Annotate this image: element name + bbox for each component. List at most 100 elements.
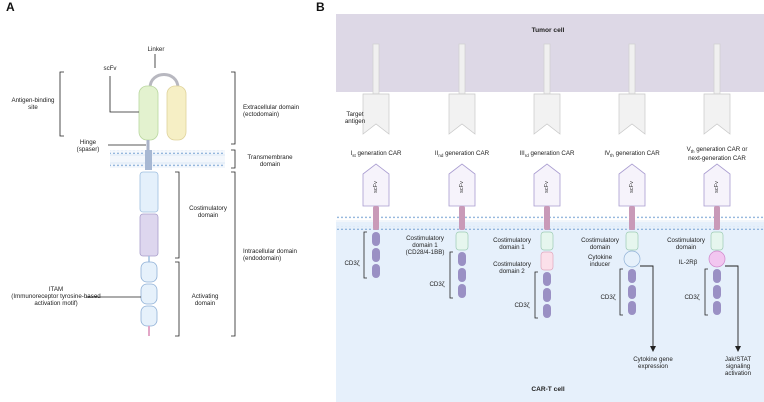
gen2-scfv-icon: [448, 163, 476, 207]
gen5-output-label-line3: activation: [724, 370, 752, 377]
antigen-binding-label-line1: Antigen-binding: [11, 97, 55, 104]
gen1-cd3z-label: CD3ζ: [344, 260, 360, 267]
gen3-costim1-label-line2: domain 1: [499, 244, 525, 251]
scfv-vl-icon: [166, 85, 187, 141]
gen2-costim-label-line2: domain 1: [412, 242, 438, 249]
generation-3-label: IIIrd generation CAR: [519, 150, 575, 159]
hinge-label-line2: (spaser): [76, 146, 100, 153]
costim-domain-lower-icon: [139, 213, 159, 257]
gen5-cd3z-label: CD3ζ: [684, 294, 700, 301]
gen5-arrow-head-icon: [735, 346, 741, 352]
gen1-antigen-stalk-icon: [372, 43, 380, 95]
activating-label-line2: domain: [194, 300, 216, 307]
gen5-output-label-line2: signaling: [725, 363, 751, 370]
target-antigen-label-line2: antigen: [344, 118, 366, 125]
gen5-cd3z-bracket-icon: [704, 268, 708, 316]
gen4-output-label-line2: expression: [638, 363, 668, 370]
gen3-costim2-label-line1: Costimulatory: [493, 261, 531, 268]
gen3-scfv-label: scFv: [544, 181, 550, 193]
gen5-output-label-line1: Jak/STAT: [724, 356, 752, 363]
transmembrane-icon: [145, 150, 152, 170]
cart-cell-label: CAR-T cell: [531, 386, 565, 393]
itam-label-line3: activation motif): [34, 300, 78, 307]
target-antigen-label-line1: Target: [346, 111, 364, 118]
gen4-cd3z-bracket-icon: [619, 268, 623, 316]
gen3-cd3z-itam-2-icon: [543, 288, 551, 302]
costim-domain-upper-icon: [139, 171, 159, 213]
generation-4-label: IVth generation CAR: [604, 150, 660, 159]
gen5-costim-label-line2: domain: [675, 244, 697, 251]
antigen-binding-label-line2: site: [28, 104, 38, 111]
itam-1-icon: [140, 261, 158, 283]
tumor-cell-label: Tumor cell: [531, 27, 565, 34]
gen3-costim1-label-line1: Costimulatory: [493, 237, 531, 244]
transmembrane-label-line2: domain: [259, 161, 281, 168]
gen2-costim1-icon: [455, 231, 469, 251]
gen3-hinge-icon: [544, 206, 550, 230]
gen4-hinge-icon: [629, 206, 635, 230]
gen3-scfv-icon: [533, 163, 561, 207]
generation-2-label: IInd generation CAR: [434, 150, 490, 159]
gen4-cd3z-itam-1-icon: [628, 269, 636, 283]
gen1-scfv-icon: [362, 163, 390, 207]
panel-a-diagram: [59, 54, 236, 337]
gen1-scfv-label: scFv: [373, 181, 379, 193]
car-constructs: [362, 43, 741, 352]
gen3-target-antigen-icon: [533, 93, 561, 135]
linker-label: Linker: [147, 46, 165, 53]
generation-1-label: Ist generation CAR: [350, 150, 402, 159]
hinge-label-line1: Hinge: [79, 139, 97, 146]
gen4-inducer-label-line1: Cytokine: [587, 254, 613, 261]
gen2-cd3z-itam-3-icon: [458, 284, 466, 298]
callout-lines: [59, 54, 236, 337]
gen2-antigen-stalk-icon: [458, 43, 466, 95]
gen4-cd3z-itam-2-icon: [628, 285, 636, 299]
extracellular-label-line2: (ectodomain): [243, 111, 280, 118]
gen5-cd3z-itam-2-icon: [713, 285, 721, 299]
gen2-scfv-label: scFv: [459, 181, 465, 193]
panel-b-letter: B: [316, 0, 325, 14]
gen3-cd3z-bracket-icon: [534, 271, 538, 319]
gen1-target-antigen-icon: [362, 93, 390, 135]
costim-label-line2: domain: [197, 212, 219, 219]
gen4-cytokine-inducer-icon: [623, 250, 641, 268]
gen4-cd3z-label: CD3ζ: [600, 294, 616, 301]
itam-label-line1: ITAM: [48, 286, 64, 293]
gen5-scfv-label: scFv: [714, 181, 720, 193]
gen3-costim1-icon: [540, 231, 554, 251]
gen4-costim-label-line1: Costimulatory: [581, 237, 619, 244]
gen4-arrow-head-icon: [650, 346, 656, 352]
gen3-cd3z-label: CD3ζ: [514, 302, 530, 309]
costim-label-line1: Costimulatory: [189, 205, 227, 212]
gen1-hinge-icon: [373, 206, 379, 230]
gen4-scfv-icon: [618, 163, 646, 207]
itam-3-icon: [140, 305, 158, 327]
gen4-arrow-line-icon: [640, 265, 654, 350]
gen4-costim-icon: [625, 231, 639, 251]
panel-a-letter: A: [6, 0, 15, 14]
gen3-cd3z-itam-1-icon: [543, 272, 551, 286]
intracellular-label-line2: (endodomain): [243, 255, 282, 262]
gen2-hinge-icon: [459, 206, 465, 230]
gen2-cd3z-bracket-icon: [449, 251, 453, 299]
itam-label-line2: (Immunoreceptor tyrosine-based: [11, 293, 101, 300]
itam-2-icon: [140, 283, 158, 305]
gen5-cd3z-itam-1-icon: [713, 269, 721, 283]
gen4-cd3z-itam-3-icon: [628, 301, 636, 315]
gen4-antigen-stalk-icon: [628, 43, 636, 95]
gen5-il2rb-icon: [708, 250, 726, 268]
gen5-scfv-icon: [703, 163, 731, 207]
gen3-cd3z-itam-3-icon: [543, 304, 551, 318]
intracellular-label-line1: Intracellular domain: [243, 248, 297, 255]
gen2-cd3z-label: CD3ζ: [429, 281, 445, 288]
gen2-cd3z-itam-1-icon: [458, 252, 466, 266]
gen4-target-antigen-icon: [618, 93, 646, 135]
gen5-hinge-icon: [714, 206, 720, 230]
gen5-cd3z-itam-3-icon: [713, 301, 721, 315]
gen1-cd3z-bracket-icon: [363, 231, 367, 279]
scfv-label: scFv: [103, 65, 117, 72]
gen4-scfv-label: scFv: [629, 181, 635, 193]
